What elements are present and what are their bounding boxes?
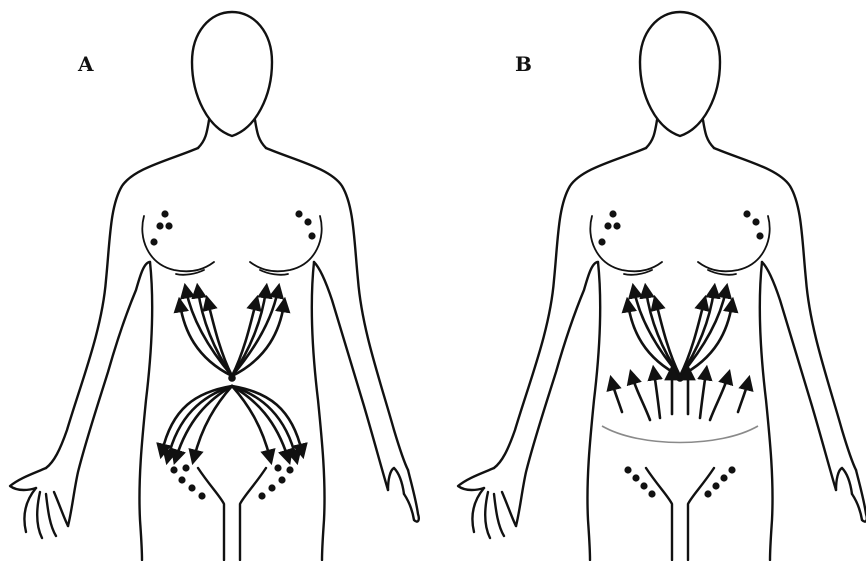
panel-a-inguinal-nodes — [170, 464, 293, 499]
panel-b-inguinal-nodes — [624, 466, 735, 497]
panel-b-figure — [458, 12, 866, 560]
panel-a-lower-flow — [162, 386, 302, 458]
panel-a-figure — [10, 12, 419, 560]
panel-b-incision-line — [602, 426, 758, 443]
